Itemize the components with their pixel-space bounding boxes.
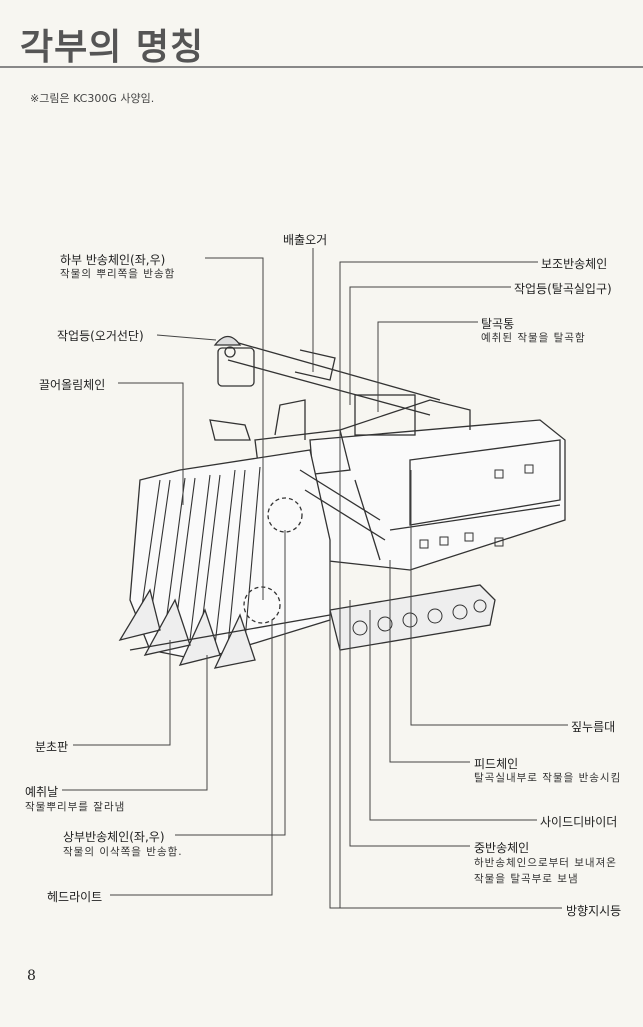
label-lifting-chain: 끌어올림체인 [39, 378, 106, 392]
model-note: ※그림은 KC300G 사양임. [30, 92, 155, 105]
label-aux-conveyor-chain: 보조반송체인 [541, 257, 608, 271]
label-turn-signal: 방향지시등 [566, 904, 622, 918]
label-divider-plate: 분초판 [35, 740, 69, 754]
label-headlight: 헤드라이트 [47, 890, 103, 904]
label-upper-conveyor-chain: 상부반송체인(좌,우) [63, 830, 165, 844]
desc-middle-conveyor-chain-2: 작물을 탈곡부로 보냄 [474, 873, 579, 885]
label-middle-conveyor-chain: 중반송체인 [474, 841, 530, 855]
label-feed-chain: 피드체인 [474, 757, 519, 771]
label-lower-conveyor-chain: 하부 반송체인(좌,우) [60, 253, 166, 267]
label-work-light-auger: 작업등(오거선단) [57, 329, 144, 343]
page-title: 각부의 명칭 [20, 27, 205, 68]
desc-middle-conveyor-chain-1: 하반송체인으로부터 보내져온 [474, 857, 617, 869]
desc-lower-conveyor-chain: 작물의 뿌리쪽을 반송함 [60, 268, 176, 280]
desc-upper-conveyor-chain: 작물의 이삭쪽을 반송함. [63, 846, 183, 858]
label-side-divider: 사이드디바이더 [540, 815, 618, 829]
title-divider [0, 66, 643, 68]
desc-threshing-drum: 예취된 작물을 탈곡함 [481, 332, 586, 344]
leader-lines [62, 248, 568, 909]
label-cutting-blade: 예취날 [25, 785, 59, 799]
machine-drawing [118, 335, 566, 669]
label-straw-presser: 짚누름대 [571, 720, 616, 734]
label-threshing-drum: 탈곡통 [481, 317, 515, 331]
label-discharge-auger: 배출오거 [283, 233, 328, 247]
desc-feed-chain: 탈곡실내부로 작물을 반송시킴 [474, 772, 622, 784]
page-number: 8 [27, 968, 36, 984]
desc-cutting-blade: 작물뿌리부를 잘라냄 [25, 801, 126, 813]
label-work-light-thresher: 작업등(탈곡실입구) [514, 282, 612, 296]
